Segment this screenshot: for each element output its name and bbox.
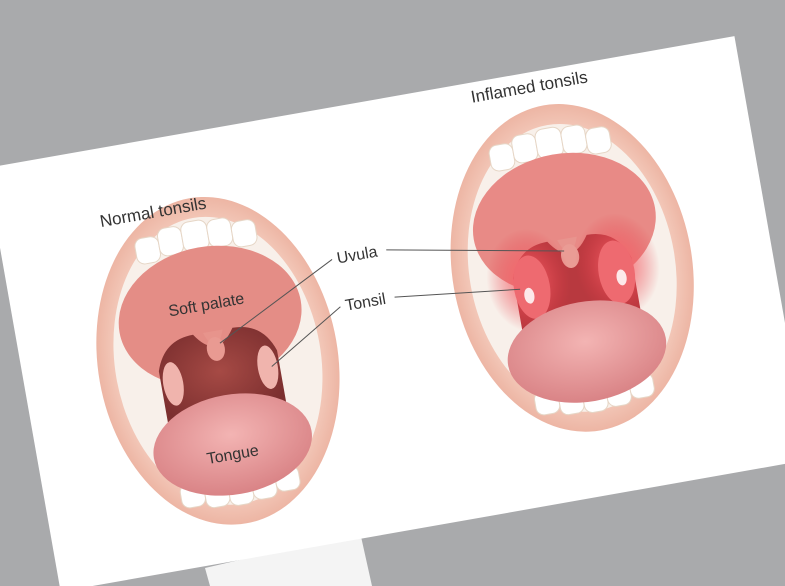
- diagram-paper: Normal tonsils Soft palate Tongue: [0, 36, 785, 586]
